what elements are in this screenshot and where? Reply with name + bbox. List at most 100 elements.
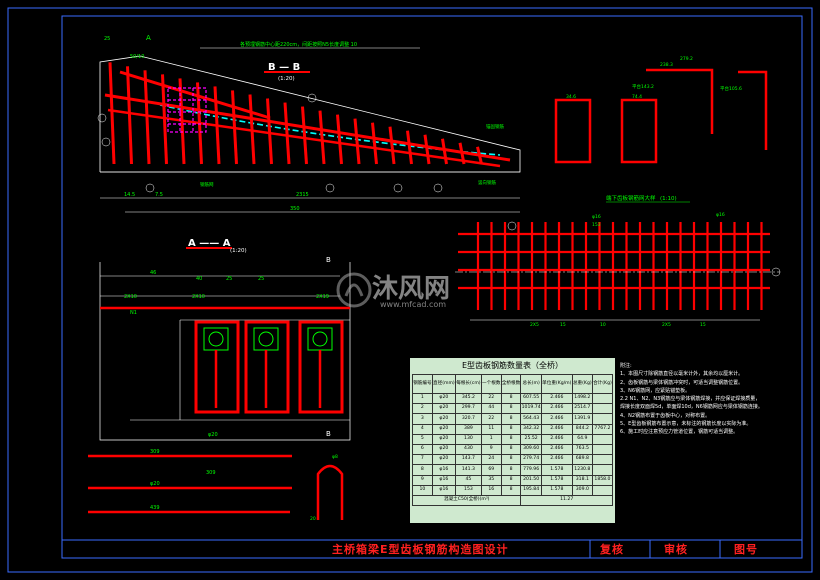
bar-dim-1: 279.2 xyxy=(680,56,693,62)
table-cell: 3 xyxy=(412,413,433,425)
table-cell: 779.96 xyxy=(520,464,542,476)
table-cell: 8 xyxy=(500,403,522,415)
table-header-cell: 直径(mm) xyxy=(431,374,456,394)
bb-vertical-rebar xyxy=(143,70,151,165)
table-cell: 1 xyxy=(412,392,433,405)
bb-vertical-rebar xyxy=(266,98,273,165)
table-cell: φ20 xyxy=(431,403,456,415)
table-cell: 8 xyxy=(500,484,522,496)
bb-label-2: 锚固钢筋 xyxy=(486,123,504,130)
note-line: 6、施工时应注意预应力管道位置，钢筋可适当调整。 xyxy=(620,429,739,436)
table-cell: 2.466 xyxy=(540,443,573,456)
anchor-plate xyxy=(307,327,333,351)
bar-shape-1 xyxy=(554,98,592,164)
table-cell: 4 xyxy=(412,423,433,435)
table-cell xyxy=(591,403,614,415)
table-title: E型齿板钢筋数量表（全桥） xyxy=(461,361,564,370)
table-cell: 141.3 xyxy=(454,464,482,476)
aa-dim-6: 2X10 xyxy=(192,294,205,300)
table-cell: 153 xyxy=(454,484,482,496)
table-cell xyxy=(591,484,614,496)
table-cell: 309.0 xyxy=(571,484,593,496)
table-cell: φ20 xyxy=(431,392,456,405)
table-cell: 143.7 xyxy=(454,454,482,466)
table-cell: 9 xyxy=(412,474,433,486)
lb-5: 439 xyxy=(150,505,160,511)
quantity-table: 钢筋编号直径(mm)每根长(cm)一个根数全桥根数总长(m)单位重(Kg/m)总… xyxy=(411,374,614,507)
bb-vertical-rebar xyxy=(388,126,396,165)
table-cell: 195.84 xyxy=(520,484,542,496)
bb-vertical-rebar xyxy=(248,94,256,165)
table-cell: φ16 xyxy=(431,484,456,496)
mesh-scale: (1:10) xyxy=(660,196,677,202)
table-cell: 35 xyxy=(480,474,502,486)
aa-dim-1: 46 xyxy=(150,270,156,276)
bar-shape-2 xyxy=(620,98,658,164)
table-cell: 8 xyxy=(500,454,522,466)
outer-border xyxy=(7,7,813,573)
bar-dim-4: 74.4 xyxy=(632,94,642,100)
table-cell xyxy=(591,443,614,456)
inner-border xyxy=(61,15,803,559)
table-cell: 8 xyxy=(500,423,522,435)
mesh-grid xyxy=(458,222,770,310)
watermark-brand: 沐风网 xyxy=(372,274,451,304)
table-header-cell: 总长(m) xyxy=(520,374,542,394)
table-cell xyxy=(591,464,614,476)
duct-circle xyxy=(208,331,224,347)
aa-dim-4: 25 xyxy=(258,276,264,282)
table-cell: 1391.9 xyxy=(571,413,593,425)
mesh-dim-1: 2X5 xyxy=(530,322,539,328)
bb-scale: (1:20) xyxy=(278,76,295,82)
table-cell: 1858.0 xyxy=(591,474,614,486)
table-cell: 8 xyxy=(500,413,522,425)
section-aa: A —— A (1:20) 46 40 25 25 2X10 2X10 2X19… xyxy=(99,238,351,441)
stirrup-detail: φ8 20 xyxy=(310,454,344,522)
table-cell: 8 xyxy=(500,474,522,486)
aa-post-rebar xyxy=(194,320,240,414)
table-cell: 389 xyxy=(454,423,482,435)
mesh-label-2: φ16 xyxy=(716,212,725,218)
anchor-plate xyxy=(203,327,229,351)
aa-scale: (1:20) xyxy=(230,248,247,254)
table-header-cell: 每根长(cm) xyxy=(454,374,482,394)
mesh-dim-3: 10 xyxy=(600,322,606,328)
drawing-title: 主桥箱梁E型齿板钢筋构造图设计 xyxy=(332,543,509,556)
table-cell: 564.43 xyxy=(520,413,542,425)
stirrup-label-1: φ8 xyxy=(332,454,338,460)
table-cell: 130 xyxy=(454,433,482,445)
notes-heading: 附注: xyxy=(620,363,632,369)
table-footer-row: 混凝土C50(全桥)(m³)11.27 xyxy=(411,494,613,507)
table-cell: 318.1 xyxy=(571,474,593,486)
table-cell: φ16 xyxy=(431,474,456,486)
aa-dim-2: 40 xyxy=(196,276,202,282)
table-cell: 2.466 xyxy=(540,403,573,415)
table-cell: φ20 xyxy=(431,454,456,466)
table-cell: 22 xyxy=(480,392,502,405)
bb-vertical-rebar xyxy=(423,134,431,165)
table-cell: 2514.7 xyxy=(571,403,593,415)
aa-post-group xyxy=(194,320,344,414)
table-cell xyxy=(591,413,614,425)
table-cell: φ16 xyxy=(431,464,456,476)
bar-dim-3: 34.6 xyxy=(566,94,576,100)
table-cell: 689.8 xyxy=(571,454,593,466)
mesh-dim-4: 2X5 xyxy=(662,322,671,328)
table-cell: 8 xyxy=(500,433,522,445)
checked-cell: 审核 xyxy=(664,543,688,556)
bb-label-1: 钢筋网 xyxy=(200,181,214,188)
bb-rebar-group xyxy=(108,62,483,165)
table-cell: φ20 xyxy=(431,433,456,445)
watermark-url: www.mfcad.com xyxy=(380,300,447,309)
table-cell: 1 xyxy=(480,433,502,445)
bb-vertical-rebar xyxy=(441,138,448,165)
bb-vertical-rebar xyxy=(318,110,326,165)
table-cell: 309.60 xyxy=(520,443,542,456)
table-cell: 7767.2 xyxy=(591,423,614,435)
aa-dim-7: 2X19 xyxy=(316,294,329,300)
